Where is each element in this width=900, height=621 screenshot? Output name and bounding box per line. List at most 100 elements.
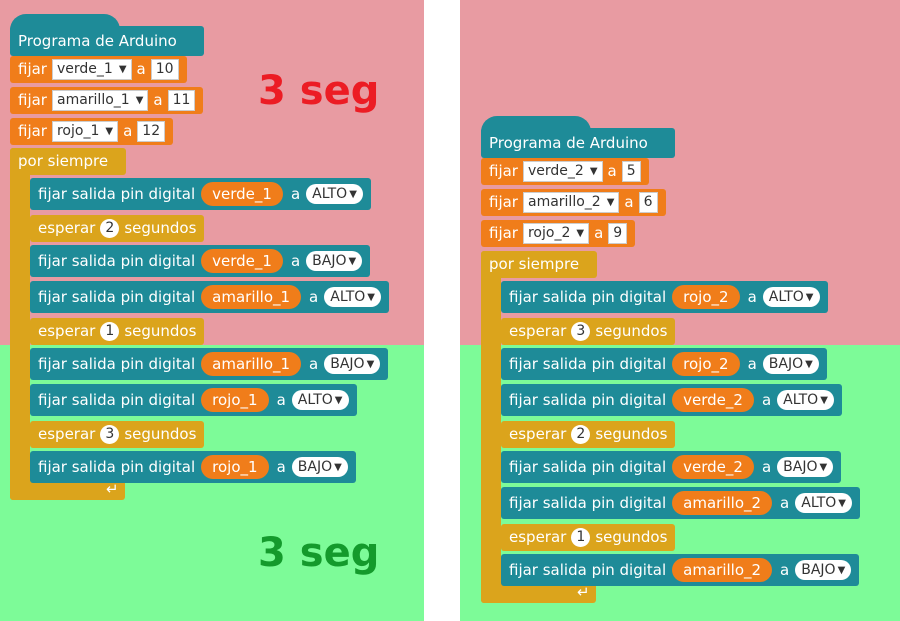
chevron-down-icon: ▼ — [576, 228, 585, 239]
state-value: BAJO — [801, 561, 836, 578]
pin-number-input[interactable]: 5 — [621, 161, 641, 182]
digital-write-label: fijar salida pin digital — [38, 354, 196, 373]
forever-loop-footer — [10, 478, 125, 500]
variable-dropdown[interactable]: rojo_2▼ — [522, 223, 590, 244]
forever-loop-header[interactable]: por siempre — [481, 251, 597, 278]
pin-number-input[interactable]: 9 — [608, 223, 628, 244]
state-dropdown[interactable]: ALTO▼ — [306, 184, 363, 204]
variable-dropdown[interactable]: rojo_1▼ — [51, 121, 119, 142]
pin-variable-pill[interactable]: rojo_1 — [201, 455, 269, 479]
variable-dropdown[interactable]: amarillo_1▼ — [51, 90, 149, 111]
pin-number-input[interactable]: 12 — [137, 121, 166, 142]
pin-variable-pill[interactable]: rojo_1 — [201, 388, 269, 412]
wait-label: esperar — [38, 425, 96, 443]
to-label: a — [624, 193, 634, 211]
program-hat-label: Programa de Arduino — [489, 134, 648, 152]
digital-write-label: fijar salida pin digital — [38, 390, 196, 409]
state-dropdown[interactable]: ALTO▼ — [324, 287, 381, 307]
state-value: BAJO — [783, 458, 818, 475]
variable-dropdown[interactable]: verde_2▼ — [522, 161, 603, 182]
wait-seconds-input[interactable]: 1 — [571, 528, 591, 547]
to-label: a — [747, 287, 757, 306]
state-dropdown[interactable]: BAJO▼ — [777, 457, 834, 477]
pin-variable-pill[interactable]: amarillo_1 — [201, 352, 302, 376]
wait-seconds-input[interactable]: 2 — [100, 219, 120, 238]
state-dropdown[interactable]: BAJO▼ — [795, 560, 852, 580]
seconds-label: segundos — [595, 528, 668, 546]
state-dropdown[interactable]: ALTO▼ — [795, 493, 852, 513]
variable-dropdown[interactable]: verde_1▼ — [51, 59, 132, 80]
forever-loop-block[interactable] — [10, 148, 30, 500]
set-label: fijar — [18, 122, 47, 140]
wait-seconds-input[interactable]: 2 — [571, 425, 591, 444]
pin-variable-pill[interactable]: amarillo_2 — [672, 558, 773, 582]
seconds-label: segundos — [124, 322, 197, 340]
chevron-down-icon: ▼ — [820, 394, 828, 406]
wait-label: esperar — [509, 322, 567, 340]
wait-label: esperar — [38, 322, 96, 340]
digital-write-block[interactable]: fijar salida pin digital verde_2 a BAJO▼ — [501, 451, 842, 483]
variable-name: amarillo_2 — [527, 194, 601, 210]
state-dropdown[interactable]: ALTO▼ — [291, 390, 349, 410]
wait-seconds-input[interactable]: 1 — [100, 322, 120, 341]
pin-variable-pill[interactable]: verde_2 — [672, 388, 754, 412]
state-dropdown[interactable]: BAJO▼ — [291, 457, 348, 477]
pin-number-input[interactable]: 10 — [150, 59, 179, 80]
pin-variable-pill[interactable]: amarillo_1 — [201, 285, 302, 309]
state-dropdown[interactable]: BAJO▼ — [324, 354, 381, 374]
pin-variable-pill[interactable]: amarillo_2 — [672, 491, 773, 515]
pin-variable-pill[interactable]: rojo_2 — [672, 352, 740, 376]
seconds-label: segundos — [124, 219, 197, 237]
state-value: ALTO — [801, 494, 837, 511]
digital-write-label: fijar salida pin digital — [509, 457, 667, 476]
state-dropdown[interactable]: BAJO▼ — [762, 354, 819, 374]
to-label: a — [761, 457, 772, 476]
pin-variable-pill[interactable]: rojo_2 — [672, 285, 740, 309]
state-dropdown[interactable]: ALTO▼ — [777, 390, 834, 410]
to-label: a — [153, 91, 163, 109]
forever-loop-header[interactable]: por siempre — [10, 148, 126, 175]
forever-loop-block[interactable] — [481, 251, 501, 603]
wait-seconds-input[interactable]: 3 — [100, 425, 120, 444]
pin-variable-pill[interactable]: verde_2 — [672, 455, 754, 479]
chevron-down-icon: ▼ — [819, 461, 828, 473]
pin-number-input[interactable]: 6 — [638, 192, 658, 213]
variable-name: rojo_1 — [56, 123, 100, 139]
program-hat-block[interactable]: Programa de Arduino — [481, 116, 675, 158]
variable-dropdown[interactable]: amarillo_2▼ — [522, 192, 620, 213]
wait-seconds-input[interactable]: 3 — [571, 322, 591, 341]
state-dropdown[interactable]: ALTO▼ — [762, 287, 820, 307]
pin-variable-pill[interactable]: verde_1 — [201, 249, 283, 273]
state-dropdown[interactable]: BAJO▼ — [306, 251, 363, 271]
program-hat-block[interactable]: Programa de Arduino — [10, 14, 204, 56]
wait-label: esperar — [509, 425, 567, 443]
variable-name: verde_2 — [527, 163, 584, 179]
chevron-down-icon: ▼ — [348, 255, 357, 267]
pin-variable-pill[interactable]: verde_1 — [201, 182, 283, 206]
pin-number-input[interactable]: 11 — [167, 90, 196, 111]
